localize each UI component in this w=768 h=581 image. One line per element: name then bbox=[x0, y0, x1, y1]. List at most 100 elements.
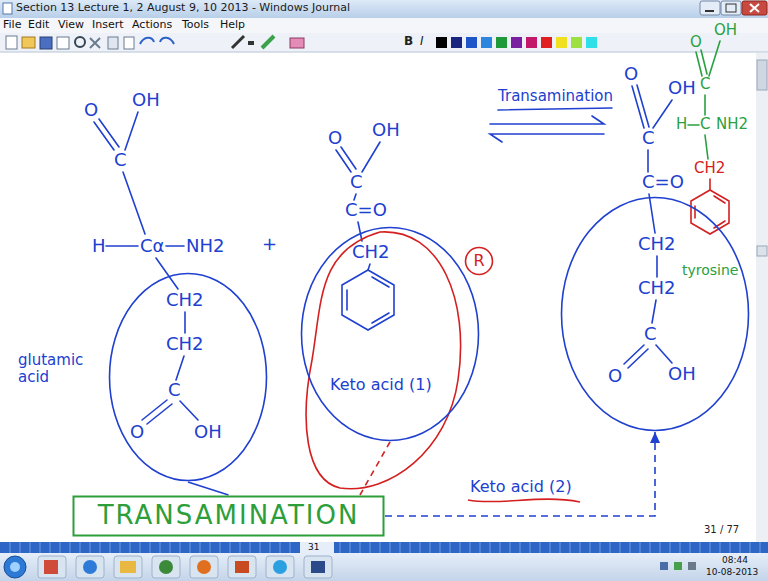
compound-name: tyrosine bbox=[680, 262, 740, 278]
leader-connector bbox=[188, 482, 229, 495]
taskbar-part bbox=[660, 562, 668, 570]
arrow-head bbox=[650, 432, 660, 443]
arrow-connector bbox=[385, 432, 660, 516]
atom-symbol: O bbox=[608, 366, 622, 387]
window-title: Section 13 Lecture 1, 2 August 9, 10 201… bbox=[16, 2, 350, 15]
atom-symbol: C bbox=[350, 172, 363, 193]
toolbar-part bbox=[451, 37, 462, 48]
atom-symbol: C bbox=[642, 128, 655, 149]
taskbar-part bbox=[674, 562, 682, 570]
glutamic-acid-bonds-part bbox=[156, 258, 178, 289]
taskbar-part bbox=[152, 556, 180, 578]
taskbar-part bbox=[304, 556, 332, 578]
keto-acid-2-bonds-part bbox=[652, 300, 656, 323]
taskbar bbox=[0, 553, 768, 581]
toolbar-part bbox=[57, 37, 69, 49]
node-label: TRANSAMINATION bbox=[98, 501, 360, 531]
title-bar-part bbox=[3, 3, 12, 14]
scroll-bar-part bbox=[757, 246, 767, 256]
taskbar-part bbox=[197, 560, 211, 574]
tyrosine-ring-part bbox=[709, 179, 711, 190]
keto-acid-2-bonds bbox=[624, 85, 672, 368]
toolbar-part bbox=[496, 37, 507, 48]
compound-name: glutamic acid bbox=[18, 352, 92, 387]
keto-acid-bonds-part bbox=[342, 270, 394, 330]
toolbar-part bbox=[75, 37, 85, 47]
taskbar-part bbox=[44, 560, 58, 574]
side-chain-circle-outline bbox=[560, 196, 750, 432]
page-sheet bbox=[0, 53, 756, 542]
tyrosine-bonds-part bbox=[709, 41, 720, 76]
title-bar-part bbox=[700, 1, 720, 15]
title-bar-part bbox=[721, 1, 741, 15]
atom-symbol: O bbox=[84, 100, 98, 121]
tyrosine-ring-part bbox=[691, 190, 729, 234]
taskbar-part bbox=[190, 556, 218, 578]
atom-symbol: O bbox=[624, 64, 638, 85]
toolbar-part bbox=[232, 36, 244, 48]
toolbar-part bbox=[541, 37, 552, 48]
equilibrium-arrow-part bbox=[490, 116, 604, 124]
toolbar-part bbox=[160, 38, 174, 44]
toolbar-part bbox=[481, 37, 492, 48]
glutamic-acid-bonds-part bbox=[94, 119, 119, 150]
title-bar-part bbox=[742, 1, 767, 15]
equilibrium-arrow-part bbox=[498, 108, 612, 110]
taskbar-part bbox=[688, 562, 696, 570]
atom-symbol: CH2 bbox=[166, 290, 204, 311]
node-label: R bbox=[473, 252, 484, 270]
scroll-bar-part bbox=[757, 60, 767, 90]
toolbar-part bbox=[0, 52, 768, 53]
glutamic-acid-bonds-part bbox=[123, 172, 145, 234]
taskbar-part bbox=[10, 562, 20, 572]
menu-bar bbox=[0, 18, 768, 33]
arrow-connector-line bbox=[385, 432, 655, 516]
taskbar-part bbox=[273, 560, 287, 574]
side-chain-circle: CH2CH2COOH bbox=[108, 272, 268, 482]
menu-item: Tools bbox=[182, 19, 209, 32]
side-chain-circle-shape bbox=[562, 198, 749, 431]
keto-acid-2-bonds-part bbox=[656, 256, 658, 277]
atom-symbol: Cα bbox=[140, 236, 164, 257]
taskbar-part bbox=[114, 556, 142, 578]
atom-symbol: OH bbox=[132, 90, 160, 111]
title-bar-part bbox=[750, 4, 759, 12]
menu-item: File bbox=[3, 19, 21, 32]
toolbar-part bbox=[108, 37, 118, 49]
taskbar-part bbox=[0, 553, 768, 581]
atom-symbol: C bbox=[644, 324, 657, 345]
toolbar-part bbox=[466, 37, 477, 48]
scroll-bar bbox=[756, 53, 768, 542]
toolbar-part bbox=[436, 37, 447, 48]
toolbar-part bbox=[556, 37, 567, 48]
atom-symbol: NH2 bbox=[716, 116, 748, 133]
menu-item: View bbox=[58, 19, 84, 32]
atom-symbol: C bbox=[114, 150, 127, 171]
atom-symbol: CH2 bbox=[638, 234, 676, 255]
side-chain-loop-part bbox=[306, 232, 460, 489]
atom-symbol: OH bbox=[714, 22, 737, 39]
atom-symbol: OH bbox=[372, 120, 400, 141]
tyrosine-bonds-part bbox=[705, 135, 708, 159]
keto-acid-bonds bbox=[336, 142, 394, 330]
atom-symbol: CH2 bbox=[352, 242, 390, 263]
keto-acid-bonds-part bbox=[336, 147, 356, 172]
keto-acid-circle: Keto acid (1) bbox=[300, 226, 480, 442]
equilibrium-arrow bbox=[490, 108, 612, 142]
glutamic-acid-bonds-part bbox=[176, 356, 184, 380]
atom-symbol: H bbox=[92, 236, 106, 257]
toolbar-part bbox=[90, 38, 100, 48]
atom-symbol: CH2 bbox=[166, 334, 204, 355]
taskbar-part bbox=[266, 556, 294, 578]
atom-symbol: OH bbox=[194, 422, 222, 443]
keto-acid-bonds-part bbox=[358, 222, 362, 241]
atom-symbol: C bbox=[700, 116, 710, 133]
italic-button: I bbox=[420, 35, 424, 49]
taskbar-part bbox=[235, 561, 249, 573]
toolbar-part bbox=[140, 38, 154, 44]
keto-acid-2-bonds-part bbox=[624, 345, 648, 368]
page-counter: 31 / 77 bbox=[704, 524, 739, 536]
taskbar-part bbox=[38, 556, 66, 578]
keto-acid-2-bonds-part bbox=[632, 85, 649, 128]
